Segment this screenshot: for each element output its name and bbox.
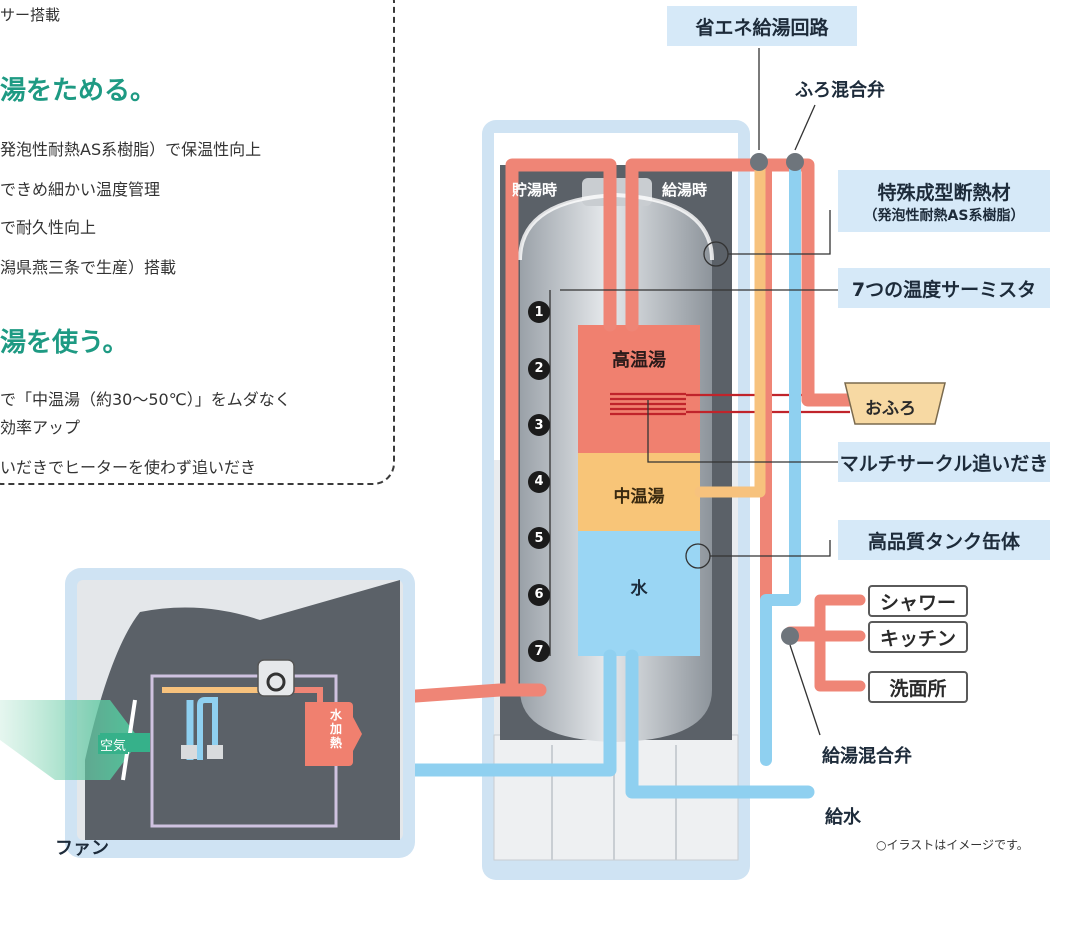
features-panel xyxy=(0,0,395,485)
shower-branch xyxy=(784,594,866,638)
supply-mixing-valve-label: 給湯混合弁 xyxy=(822,746,912,767)
heading-store: 湯をためる。 xyxy=(0,76,157,106)
multi-circle-label: マルチサークル追いだき xyxy=(838,442,1050,482)
store-feature-4: 潟県燕三条で生産）搭載 xyxy=(0,258,177,277)
tank-body-label: 高品質タンク缶体 xyxy=(838,520,1050,560)
insulation-label-box: 特殊成型断熱材 （発泡性耐熱AS系樹脂） xyxy=(838,170,1050,232)
sensor-badge-7: 7 xyxy=(528,640,550,662)
washroom-branch xyxy=(814,630,866,692)
bath-valve-icon xyxy=(786,153,804,171)
mid-temp-pipe xyxy=(694,159,766,498)
cold-bypass-pipe xyxy=(760,159,801,766)
leader-lines xyxy=(79,48,840,821)
sensor-badge-3: 3 xyxy=(528,414,550,436)
water-text: 水 xyxy=(630,579,648,599)
washroom-outlet: 洗面所 xyxy=(868,671,968,703)
panel-sensor-line: サー搭載 xyxy=(0,6,61,24)
water-layer xyxy=(578,531,700,656)
energy-saving-circuit-label: 省エネ給湯回路 xyxy=(667,6,857,46)
sensor-badge-4: 4 xyxy=(528,470,550,493)
air-inflow-arrow xyxy=(0,700,140,780)
heading-use: 湯を使う。 xyxy=(0,328,129,358)
kitchen-outlet: キッチン xyxy=(868,621,968,653)
insulation-sub: （発泡性耐熱AS系樹脂） xyxy=(863,207,1025,224)
sensor-badge-2: 2 xyxy=(528,357,550,380)
water-heating-label: 水加熱 xyxy=(330,708,343,750)
bath-mixing-valve-label: ふろ混合弁 xyxy=(795,80,885,101)
shower-outlet: シャワー xyxy=(868,585,968,617)
use-feature-2: 効率アップ xyxy=(0,418,81,437)
energy-valve-icon xyxy=(750,153,768,171)
store-feature-2: できめ細かい温度管理 xyxy=(0,180,161,199)
water-supply-pipe xyxy=(625,649,815,799)
supplying-label: 給湯時 xyxy=(662,181,708,199)
bath-outlet-label: おふろ xyxy=(865,399,916,419)
water-supply-label: 給水 xyxy=(825,807,861,828)
storing-label: 貯湯時 xyxy=(512,181,558,199)
air-label: 空気 xyxy=(98,735,129,754)
mid-temp-text: 中温湯 xyxy=(613,487,665,507)
store-feature-3: で耐久性向上 xyxy=(0,218,97,237)
heat-pump-unit xyxy=(0,568,415,858)
sensor-badge-6: 6 xyxy=(528,583,550,606)
thermistor-label: 7つの温度サーミスタ xyxy=(838,268,1050,308)
use-feature-3: いだきでヒーターを使わず追いだき xyxy=(0,458,257,477)
fan-label: ファン xyxy=(55,838,109,859)
high-temp-text: 高温湯 xyxy=(612,350,666,371)
illustration-note: ○イラストはイメージです。 xyxy=(876,838,1029,852)
mid-temp-layer xyxy=(578,453,700,531)
store-feature-1: 発泡性耐熱AS系樹脂）で保温性向上 xyxy=(0,140,262,159)
sensor-badge-5: 5 xyxy=(528,527,550,549)
sensor-badge-1: 1 xyxy=(528,301,550,323)
high-temp-layer xyxy=(578,325,700,453)
storing-pipe xyxy=(505,158,617,697)
insulation-title: 特殊成型断熱材 xyxy=(877,181,1011,204)
use-feature-1: で「中温湯（約30〜50℃）」をムダなく xyxy=(0,390,291,409)
supply-valve-icon xyxy=(781,627,799,645)
bathtub-icon xyxy=(844,382,946,425)
hot-supply-pipe xyxy=(625,158,857,407)
